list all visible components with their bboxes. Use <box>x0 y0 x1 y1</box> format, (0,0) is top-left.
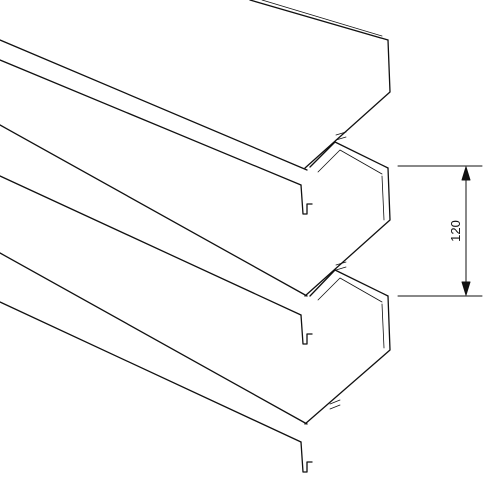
slat-bottom-back-edge-inner <box>317 277 383 303</box>
slat-bottom-clip-lower-2 <box>329 404 341 410</box>
slat-bottom-clip <box>335 261 347 266</box>
slat-middle-back-edge-inner <box>317 149 383 175</box>
slat-middle-front-edge <box>0 124 308 297</box>
slat-middle-flange-shadow <box>381 175 385 221</box>
slat-top-front-edge <box>0 39 308 171</box>
louvre-slat-bottom <box>0 252 391 473</box>
slat-top-front-edge-inner <box>0 59 302 186</box>
slat-top-front-lip <box>300 184 313 215</box>
slat-middle-front-edge-inner <box>0 175 302 316</box>
slat-middle-front-lip <box>300 314 313 345</box>
slat-top-back-edge <box>249 0 389 41</box>
louvre-slat-top <box>0 0 391 215</box>
slat-bottom-rear-flange <box>304 295 391 425</box>
slat-bottom-back-edge <box>309 269 389 297</box>
slat-bottom-front-lip <box>300 441 313 473</box>
pitch-dimension: 120 <box>397 165 483 297</box>
slat-bottom-front-edge <box>0 252 308 425</box>
dimension-arrow-top <box>461 166 471 181</box>
slat-top-back-edge-inner <box>261 0 383 37</box>
slat-middle-back-edge <box>309 141 389 169</box>
slat-middle-clip-2 <box>335 136 347 141</box>
slat-middle-clip <box>335 131 347 136</box>
slat-top-rear-flange <box>304 39 391 169</box>
slat-bottom-clip-2 <box>335 266 347 271</box>
slat-bottom-front-edge-inner <box>0 301 302 443</box>
slat-middle-rear-flange <box>304 167 391 297</box>
dimension-label: 120 <box>448 220 463 242</box>
slat-bottom-clip-lower <box>329 399 341 405</box>
dimension-arrow-bottom <box>461 281 471 296</box>
slat-bottom-flange-shadow <box>381 303 385 349</box>
louvre-slat-middle <box>0 124 391 345</box>
